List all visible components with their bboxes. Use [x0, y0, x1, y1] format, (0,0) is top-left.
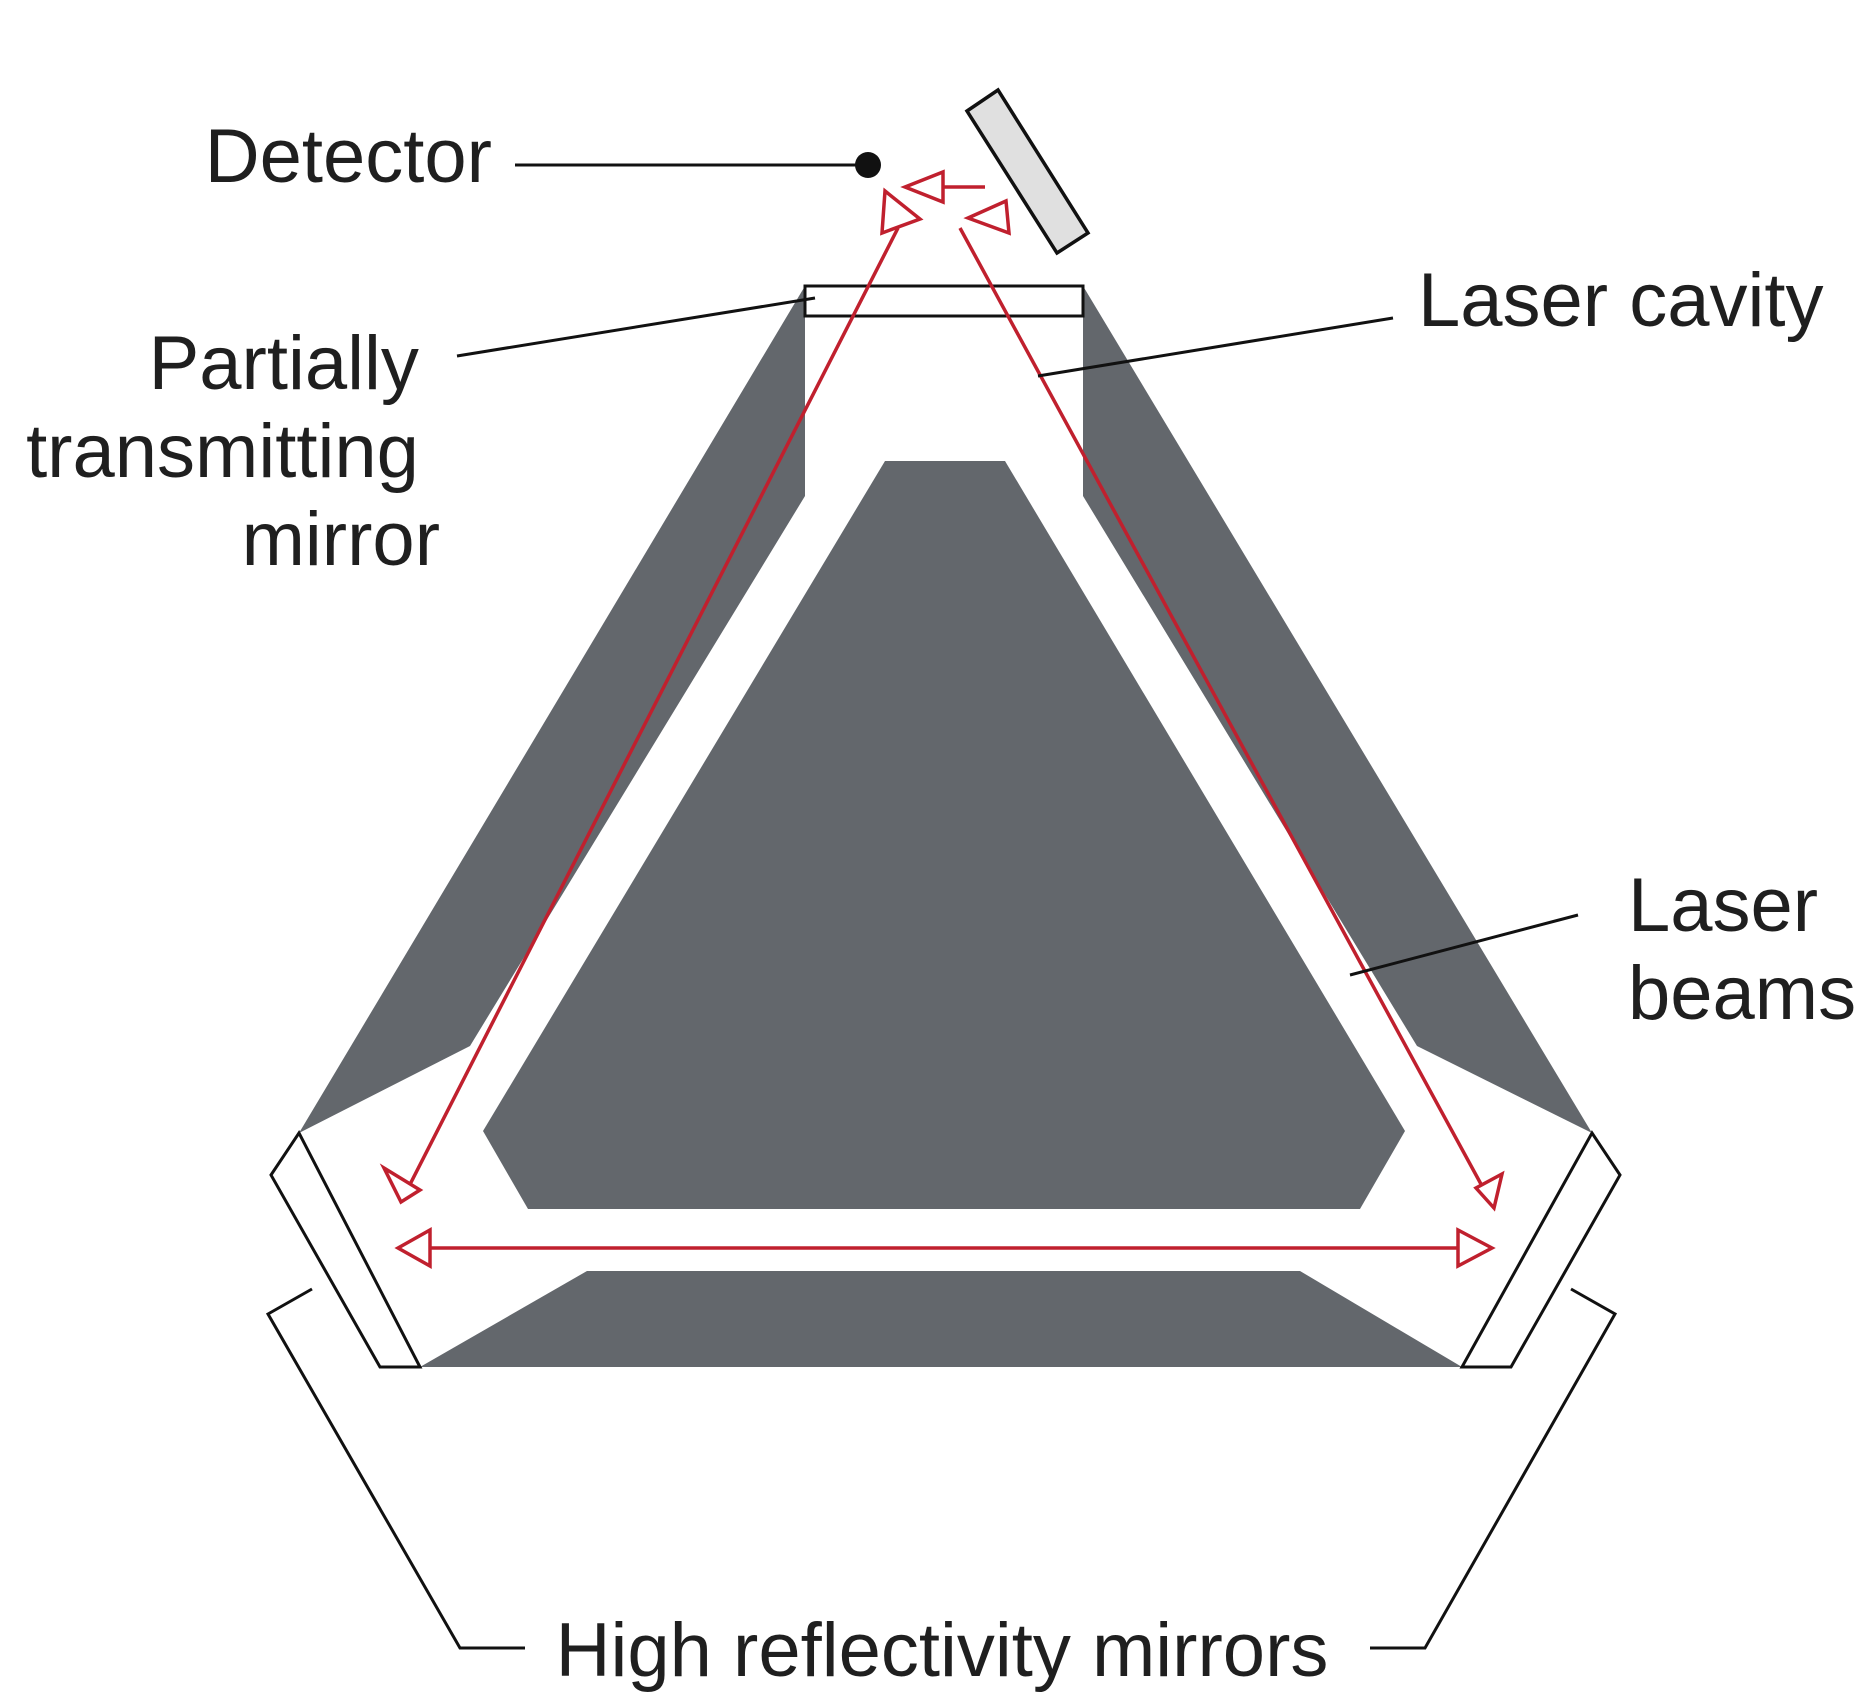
laser-beam-right-leg [958, 227, 1496, 1209]
label-detector: Detector [205, 114, 492, 199]
beam-arrowhead-left-corner-bottom [394, 1227, 432, 1269]
beam-arrowhead-right-corner-down [1473, 1170, 1505, 1212]
housing-left-wall [299, 286, 805, 1133]
housing-bottom-wall [420, 1271, 1462, 1367]
beam-arrowhead-detector [900, 169, 945, 205]
laser-beams-leader-line [1349, 913, 1579, 977]
label-partial-mirror-line-3: mirror [242, 497, 440, 582]
high-reflectivity-bracket-left [265, 1287, 525, 1650]
cavity-core-block [483, 461, 1405, 1209]
label-partial-mirror-line-2: transmitting [26, 409, 419, 494]
beam-arrowhead-left-corner-down [379, 1163, 424, 1205]
partially-transmitting-mirror [803, 284, 1085, 318]
detector-plate [964, 87, 1091, 256]
laser-cavity-leader-line [1037, 316, 1394, 378]
label-high-reflectivity-mirrors: High reflectivity mirrors [556, 1608, 1329, 1693]
label-partially-transmitting-mirror: Partially transmitting mirror [26, 321, 440, 582]
housing-right-wall [1083, 286, 1592, 1133]
beam-arrowhead-right-corner-bottom [1456, 1227, 1496, 1269]
beam-arrowhead-top-left [880, 187, 924, 236]
beam-arrowhead-top-right [963, 198, 1012, 236]
label-laser-beams-line-1: Laser [1628, 863, 1818, 948]
label-laser-beams-line-2: beams [1628, 951, 1856, 1036]
partial-mirror-leader-line [456, 296, 816, 358]
high-reflectivity-mirror-left [269, 1130, 423, 1369]
label-laser-cavity: Laser cavity [1418, 258, 1824, 343]
laser-beam-left-leg [399, 227, 900, 1203]
label-partial-mirror-line-1: Partially [149, 321, 419, 406]
detector-point [855, 152, 881, 178]
high-reflectivity-mirror-right [1459, 1130, 1622, 1369]
label-laser-beams: Laser beams [1628, 863, 1856, 1036]
high-reflectivity-bracket-right [1370, 1287, 1618, 1650]
